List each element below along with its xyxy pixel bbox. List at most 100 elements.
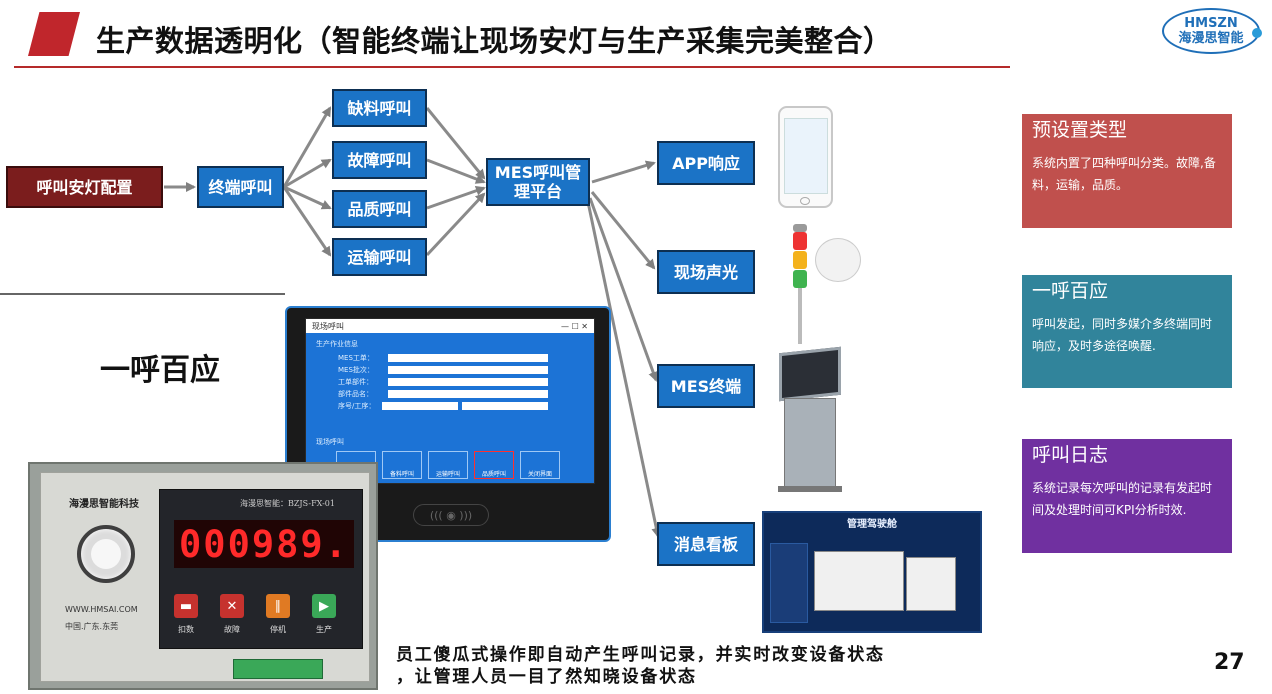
card-title: 一呼百应 [1022, 275, 1232, 307]
nfc-reader-icon: ((( ◉ ))) [413, 504, 489, 526]
card-title: 预设置类型 [1022, 114, 1232, 146]
arrow-platform-to-app [591, 160, 656, 184]
quality-call-button[interactable]: 品质呼叫 [474, 451, 514, 479]
dashboard-panel [814, 551, 904, 611]
material-call-box: 缺料呼叫 [332, 89, 427, 127]
fault-call-box: 故障呼叫 [332, 141, 427, 179]
key-label: 故障 [224, 625, 240, 634]
card-call-log: 呼叫日志 系统记录每次呼叫的记录有发起时间及处理时间可KPI分析时效. [1022, 439, 1232, 553]
mes-call-platform-box: MES呼叫管 理平台 [486, 158, 590, 206]
stop-key-icon: ∥ [266, 594, 290, 618]
process-input[interactable] [462, 402, 548, 410]
device-model: 海漫思智能：BZJS-FX-01 [240, 499, 335, 508]
arrow-platform-to-terminal [588, 197, 658, 382]
dashboard-title: 管理驾驶舱 [847, 519, 897, 530]
logo-text-cn: 海漫思智能 [1178, 30, 1244, 46]
section-divider [0, 293, 285, 295]
serial-input[interactable] [382, 402, 458, 410]
arrow-material-to-platform [425, 107, 486, 180]
field-label: MES工单： [338, 354, 374, 362]
alarm-speaker-image [815, 238, 861, 282]
platform-label-line2: 理平台 [513, 182, 562, 201]
device-control-panel: 海漫思智能：BZJS-FX-01 000989. ▬ ✕ ∥ ▶ 扣数 故障 停… [159, 489, 363, 649]
arrow-platform-to-light [590, 191, 656, 270]
section-production-info: 生产作业信息 [316, 340, 358, 348]
call-andon-config-box: 呼叫安灯配置 [6, 166, 163, 208]
arrow-fault-to-platform [426, 158, 486, 184]
arrow-transport-to-platform [425, 192, 486, 257]
call-counter-device-photo: 海漫思智能科技 WWW.HMSAI.COM 中国.广东.东莞 海漫思智能：BZJ… [28, 462, 378, 690]
device-brand: 海漫思智能科技 [69, 499, 139, 510]
arrow-terminal-to-fault [283, 158, 332, 189]
page-title: 生产数据透明化（智能终端让现场安灯与生产采集完美整合） [96, 24, 893, 58]
transport-call-box: 运输呼叫 [332, 238, 427, 276]
counter-display: 000989. [174, 520, 354, 568]
card-body: 系统记录每次呼叫的记录有发起时间及处理时间可KPI分析时效. [1032, 481, 1213, 517]
kiosk-base-image [778, 486, 842, 492]
count-key-icon: ▬ [174, 594, 198, 618]
bottom-caption: 员工傻瓜式操作即自动产生呼叫记录，并实时改变设备状态 ，让管理人员一目了然知晓设… [396, 644, 885, 688]
smartphone-image [778, 106, 833, 208]
terminal-block [233, 659, 323, 679]
field-label: 序号/工序： [338, 402, 376, 410]
logo-text-en: HMSZN [1184, 15, 1238, 31]
field-label: MES批次： [338, 366, 374, 374]
device-website: WWW.HMSAI.COM [65, 605, 138, 614]
arrow-terminal-to-material [282, 106, 332, 188]
kiosk-screen-image [779, 346, 841, 402]
window-titlebar: 现场呼叫 — ☐ ✕ [306, 319, 594, 333]
arrow-platform-to-board [586, 201, 662, 538]
mes-terminal-box: MES终端 [657, 364, 755, 408]
left-heading: 一呼百应 [100, 353, 220, 388]
platform-label-line1: MES呼叫管 [494, 163, 582, 182]
quality-call-box: 品质呼叫 [332, 190, 427, 228]
card-one-call-all-respond: 一呼百应 呼叫发起，同时多媒介多终端同时响应，及时多途径唤醒. [1022, 275, 1232, 388]
logo-dot-icon [1252, 28, 1262, 38]
caption-line1: 员工傻瓜式操作即自动产生呼叫记录，并实时改变设备状态 [396, 645, 885, 665]
card-body: 系统内置了四种呼叫分类。故障,备料，运输，品质。 [1032, 156, 1216, 192]
window-controls: — ☐ ✕ [561, 321, 588, 331]
window-title: 现场呼叫 [312, 321, 344, 331]
tablet-terminal-image: 现场呼叫 — ☐ ✕ 生产作业信息 MES工单： MES批次： 工单部件： 部件… [285, 306, 611, 542]
order-part-input[interactable] [388, 378, 548, 386]
tablet-screen: 现场呼叫 — ☐ ✕ 生产作业信息 MES工单： MES批次： 工单部件： 部件… [305, 318, 595, 484]
key-label: 扣数 [178, 625, 194, 634]
app-response-box: APP响应 [657, 141, 755, 185]
field-label: 部件品名： [338, 390, 373, 398]
key-label: 生产 [316, 625, 332, 634]
company-logo: HMSZN 海漫思智能 [1162, 8, 1262, 54]
arrow-terminal-to-quality [283, 185, 332, 210]
dashboard-panel [906, 557, 956, 611]
arrow-quality-to-platform [426, 185, 486, 210]
section-site-call: 现场呼叫 [316, 438, 344, 446]
key-label: 停机 [270, 625, 286, 634]
emergency-button-icon [77, 525, 135, 583]
field-label: 工单部件： [338, 378, 373, 386]
card-preset-types: 预设置类型 系统内置了四种呼叫分类。故障,备料，运输，品质。 [1022, 114, 1232, 228]
device-face: 海漫思智能科技 WWW.HMSAI.COM 中国.广东.东莞 海漫思智能：BZJ… [40, 472, 370, 682]
dashboard-panel [770, 543, 808, 623]
fault-key-icon: ✕ [220, 594, 244, 618]
message-board-box: 消息看板 [657, 522, 755, 566]
kiosk-body-image [784, 398, 836, 490]
caption-line2: ，让管理人员一目了然知晓设备状态 [396, 667, 697, 687]
card-title: 呼叫日志 [1022, 439, 1232, 471]
transport-call-button[interactable]: 运输呼叫 [428, 451, 468, 479]
produce-key-icon: ▶ [312, 594, 336, 618]
phone-screen [784, 118, 828, 194]
andon-tower-light-image [793, 224, 807, 344]
page-number: 27 [1214, 650, 1245, 675]
close-screen-button[interactable]: 关闭界面 [520, 451, 560, 479]
phone-home-button [800, 197, 810, 205]
material-call-button[interactable]: 备料呼叫 [382, 451, 422, 479]
mes-order-input[interactable] [388, 354, 548, 362]
dashboard-screenshot: 管理驾驶舱 [762, 511, 982, 633]
mes-batch-input[interactable] [388, 366, 548, 374]
terminal-call-box: 终端呼叫 [197, 166, 284, 208]
part-name-input[interactable] [388, 390, 548, 398]
title-underline [14, 66, 1010, 68]
card-body: 呼叫发起，同时多媒介多终端同时响应，及时多途径唤醒. [1032, 317, 1213, 353]
arrow-terminal-to-transport [282, 186, 332, 257]
site-light-sound-box: 现场声光 [657, 250, 755, 294]
